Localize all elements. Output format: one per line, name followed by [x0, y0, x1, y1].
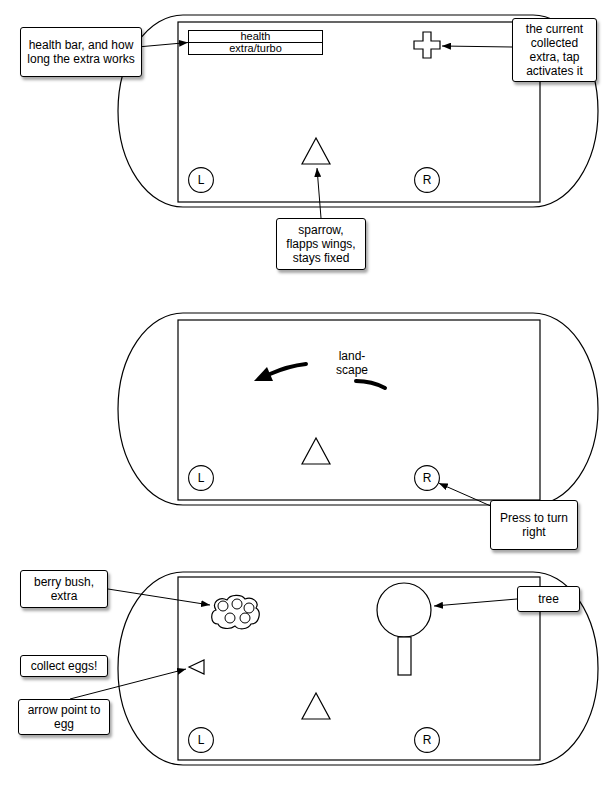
button-label: R	[423, 173, 432, 187]
leader-arrow	[142, 43, 188, 47]
berry	[225, 613, 235, 623]
sparrow-triangle	[302, 438, 330, 464]
callout-text: health bar, and how long the extra works	[25, 38, 137, 66]
button-circle	[189, 466, 214, 491]
leader-line	[442, 46, 512, 47]
button-circle	[415, 168, 440, 193]
callout-box: the current collected extra, tap activat…	[512, 18, 597, 82]
button-circle	[189, 168, 214, 193]
button-label: L	[198, 173, 205, 187]
callout-text: tree	[538, 592, 559, 606]
button-label: R	[423, 471, 432, 485]
callout-text: arrow point to egg	[23, 703, 105, 731]
berry	[244, 603, 254, 613]
berry	[232, 599, 242, 609]
landscape-arrow	[270, 364, 306, 374]
screen	[178, 320, 540, 500]
sparrow-triangle	[302, 693, 330, 719]
callout-box: collect eggs!	[20, 655, 108, 677]
berry-bush	[212, 595, 259, 628]
bar-label: health	[189, 31, 322, 42]
button-circle	[415, 466, 440, 491]
callout-box: tree	[517, 586, 580, 612]
device-outline	[118, 15, 598, 207]
leader-line	[434, 599, 517, 606]
sparrow-triangle	[302, 138, 330, 164]
callout-text: sparrow, flapps wings, stays fixed	[281, 223, 361, 265]
button-circle	[415, 728, 440, 753]
berry	[218, 601, 228, 611]
right-button: R	[414, 167, 440, 193]
callout-box: arrow point to egg	[18, 699, 110, 735]
callout-box: sparrow, flapps wings, stays fixed	[276, 218, 366, 270]
extra-plus-icon	[414, 32, 440, 58]
right-button: R	[414, 727, 440, 753]
callout-text: Press to turn right	[495, 511, 573, 539]
callout-box: berry bush, extra	[20, 570, 108, 608]
leader-line	[108, 589, 210, 605]
egg-pointer	[189, 660, 204, 674]
callout-text: collect eggs!	[31, 659, 98, 673]
landscape-label: land- scape	[332, 349, 372, 377]
bar-label: extra/turbo	[189, 43, 322, 54]
tree-trunk	[398, 637, 411, 675]
leader-arrow	[439, 483, 490, 506]
right-button: R	[414, 465, 440, 491]
berry	[240, 613, 250, 623]
extra-bar: extra/turbo	[188, 42, 323, 55]
landscape-arrow	[356, 381, 385, 388]
tree-crown	[377, 583, 431, 637]
left-button: L	[188, 727, 214, 753]
button-label: L	[198, 471, 205, 485]
callout-box: Press to turn right	[490, 500, 578, 550]
screen	[178, 22, 540, 202]
button-label: R	[423, 733, 432, 747]
button-circle	[189, 728, 214, 753]
callout-box: health bar, and how long the extra works	[20, 27, 142, 77]
screen	[178, 577, 540, 760]
left-button: L	[188, 465, 214, 491]
left-button: L	[188, 167, 214, 193]
callout-text: berry bush, extra	[25, 575, 103, 603]
device-outline	[118, 313, 598, 505]
leader-line	[317, 168, 321, 218]
callout-text: the current collected extra, tap activat…	[517, 22, 592, 78]
landscape-arrowhead	[254, 367, 273, 381]
button-label: L	[198, 733, 205, 747]
device-outline	[118, 572, 598, 765]
